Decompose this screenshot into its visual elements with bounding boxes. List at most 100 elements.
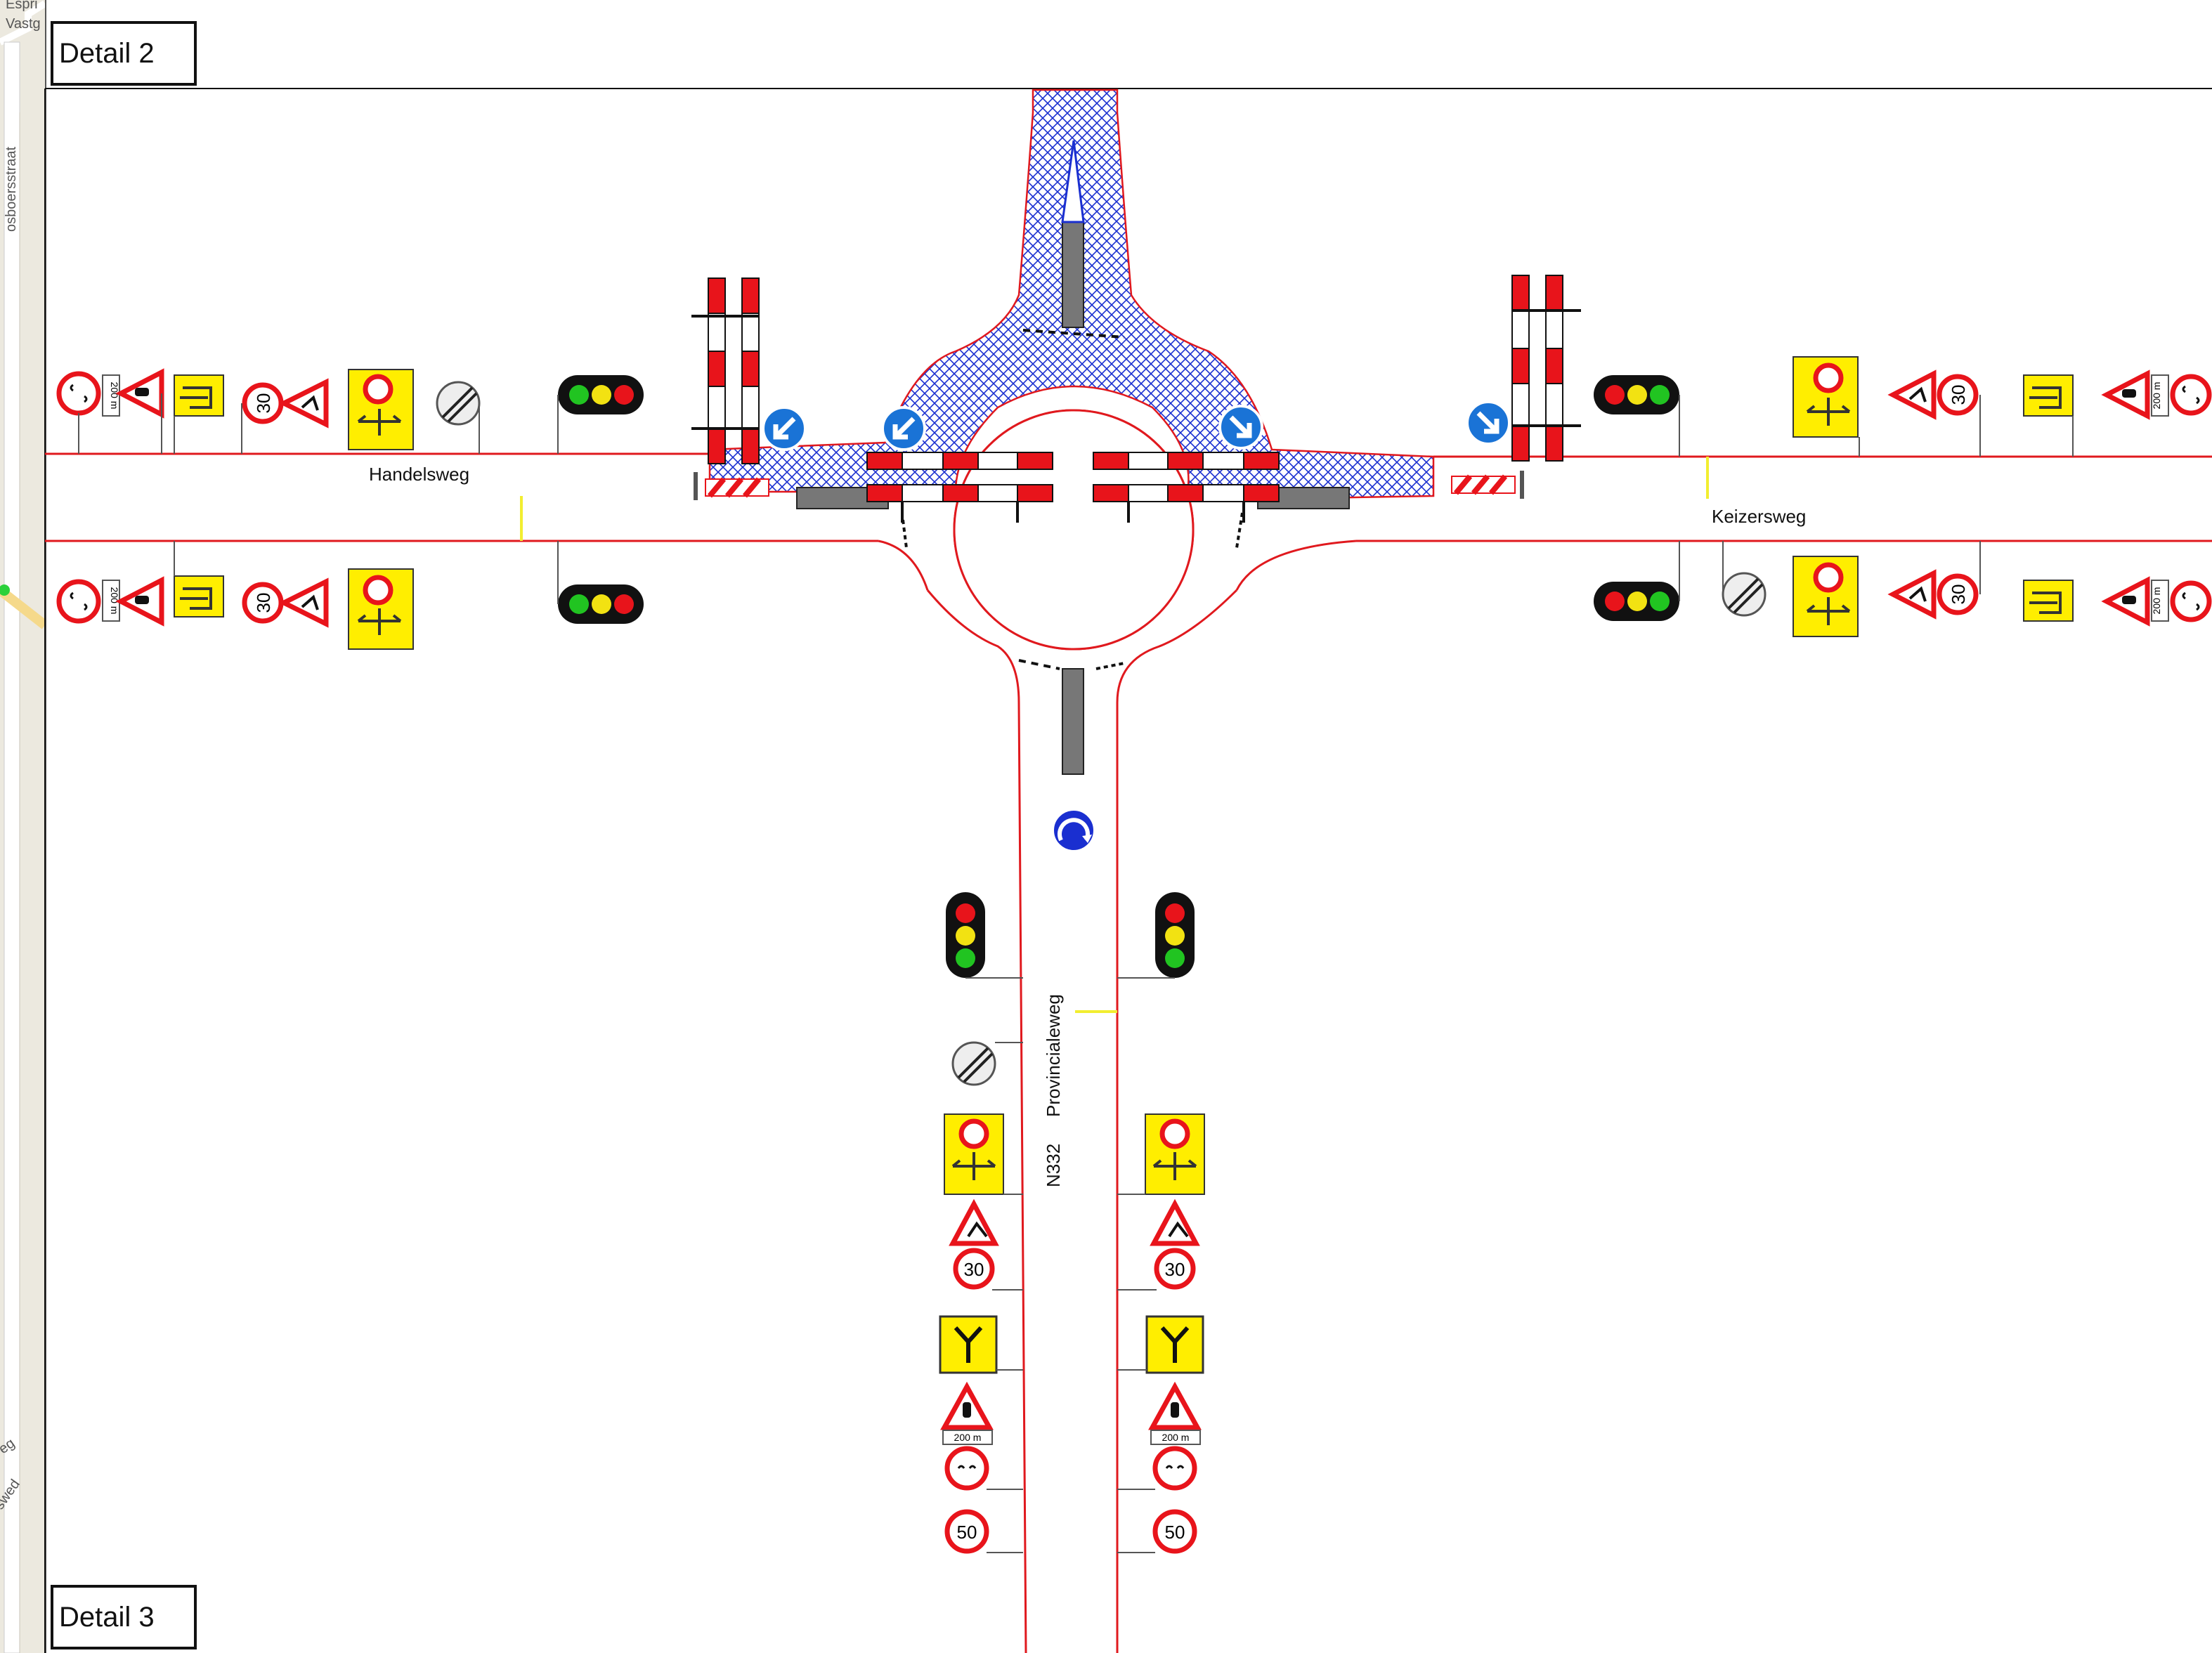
distance-label: 200 m [109, 587, 120, 615]
keep-left-icon [881, 406, 926, 451]
speed-limit-icon: 30 [242, 382, 284, 424]
map-label-esprit: Espri [6, 0, 38, 12]
distance-label: 200 m [954, 1432, 982, 1443]
south-median-island [1062, 668, 1084, 775]
detail-label-top-text: Detail 2 [59, 37, 155, 69]
speed-limit-icon: 50 [1117, 1509, 1197, 1554]
distance-label: 200 m [2151, 382, 2162, 410]
barrier-vertical-east [1511, 275, 1581, 462]
speed-limit-icon: 30 [1937, 374, 1981, 457]
detour-icon [2023, 374, 2074, 457]
speed-30-label: 30 [1948, 385, 1969, 405]
west-give-way [902, 519, 908, 549]
traffic-light-icon [557, 375, 644, 454]
beacon-west [694, 472, 769, 500]
warning-triangle-icon [2101, 370, 2150, 420]
distance-plate: 200 m [1150, 1430, 1201, 1445]
lane-split-icon [1117, 1315, 1204, 1374]
roadworks-icon [949, 1198, 999, 1246]
no-entry-icon [1793, 556, 1859, 637]
distance-label: 200 m [1162, 1432, 1190, 1443]
background-map: Espri Vastg osboersstraat eg swed [0, 0, 45, 1653]
speed-50-label: 50 [957, 1522, 977, 1543]
no-entry-icon [1793, 356, 1860, 457]
no-entry-icon [944, 1113, 1023, 1195]
warning-triangle-icon [2101, 576, 2150, 627]
beacon-east [1451, 471, 1524, 499]
distance-plate: 200 m [942, 1430, 993, 1445]
no-entry-icon [348, 369, 414, 450]
end-restriction-icon [951, 1041, 1023, 1086]
speed-30-label: 30 [1948, 584, 1969, 605]
keep-right-icon [1218, 405, 1263, 450]
speed-30-label: 30 [253, 593, 274, 613]
map-label-vastgoed: Vastg [6, 16, 41, 32]
roundabout-icon [1051, 808, 1096, 853]
no-overtaking-icon [56, 371, 101, 454]
keep-right-icon [1466, 400, 1511, 445]
speed-limit-icon: 30 [1117, 1248, 1196, 1291]
no-overtaking-icon [944, 1446, 1023, 1491]
end-restriction-icon [436, 381, 481, 454]
warning-triangle-icon [115, 368, 164, 454]
no-entry-icon [1117, 1113, 1205, 1195]
road-label-west: Handelsweg [369, 464, 469, 485]
detour-icon [2023, 580, 2074, 622]
traffic-light-icon [1117, 892, 1195, 979]
barrier-horizontal-east [1093, 452, 1280, 523]
roundabout-center-island [953, 409, 1195, 651]
road-edges [45, 409, 2212, 1653]
lane-split-icon [939, 1315, 1023, 1374]
warning-triangle-icon [1148, 1381, 1202, 1430]
no-entry-icon [348, 568, 414, 650]
roadworks-icon [278, 577, 329, 628]
warning-triangle-icon [115, 576, 164, 627]
detour-icon [174, 374, 224, 454]
detail-label-bottom: Detail 3 [51, 1585, 197, 1649]
road-label-south: Provincialeweg [1043, 994, 1064, 1117]
east-give-way [1235, 512, 1244, 549]
keep-left-icon [762, 406, 807, 451]
traffic-light-icon [1594, 375, 1680, 457]
traffic-light-icon [1594, 541, 1680, 621]
speed-limit-icon: 30 [1937, 541, 1981, 615]
barrier-vertical-west [691, 277, 760, 464]
warning-triangle-icon [940, 1381, 994, 1430]
detour-icon [174, 541, 224, 618]
south-give-way-left [1018, 659, 1060, 670]
no-overtaking-icon [1117, 1446, 1197, 1491]
roadworks-icon [1150, 1198, 1200, 1246]
speed-30-label: 30 [253, 393, 274, 414]
speed-30-label: 30 [964, 1259, 984, 1280]
no-overtaking-icon [56, 579, 101, 624]
road-label-east: Keizersweg [1712, 506, 1806, 527]
detail-label-top: Detail 2 [51, 21, 197, 86]
road-label-south-number: N332 [1043, 1144, 1064, 1187]
roadworks-icon [241, 378, 329, 454]
distance-plate: 200 m [102, 374, 120, 417]
distance-plate: 200 m [2151, 374, 2169, 417]
south-give-way-right [1095, 662, 1125, 670]
traffic-light-icon [557, 541, 644, 624]
roadworks-icon [1887, 370, 1937, 420]
background-map-strip: Espri Vastg osboersstraat eg swed [0, 0, 46, 1653]
north-median-island [1062, 221, 1084, 328]
speed-limit-icon: 50 [944, 1509, 1023, 1554]
speed-30-label: 30 [1165, 1259, 1185, 1280]
barrier-horizontal-west [866, 452, 1053, 523]
detail-label-bottom-text: Detail 3 [59, 1601, 155, 1633]
roadworks-icon [1887, 569, 1937, 620]
distance-label: 200 m [2151, 587, 2162, 615]
distance-label: 200 m [109, 382, 120, 410]
end-restriction-icon [1722, 541, 1767, 617]
speed-limit-icon: 30 [953, 1248, 1023, 1291]
north-median-arrow [1061, 140, 1085, 223]
no-overtaking-icon [2170, 374, 2212, 416]
map-label-street: osboersstraat [4, 146, 19, 232]
speed-50-label: 50 [1165, 1522, 1185, 1543]
speed-limit-icon: 30 [242, 582, 284, 624]
no-overtaking-icon [2170, 580, 2212, 622]
traffic-light-icon [946, 892, 1023, 979]
distance-plate: 200 m [102, 580, 120, 622]
